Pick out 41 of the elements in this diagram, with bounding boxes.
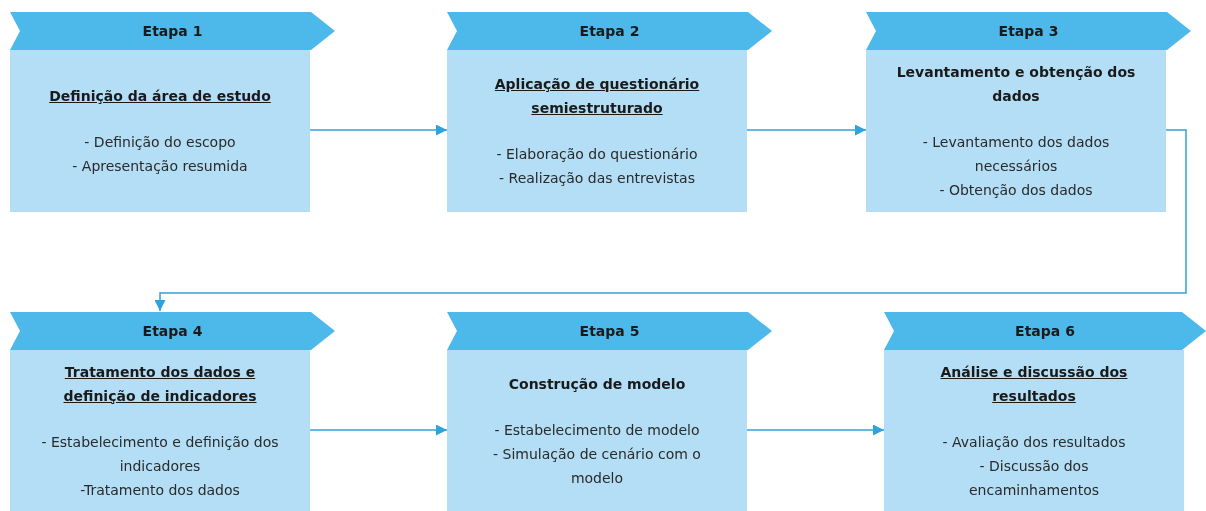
stage-chevron — [447, 312, 772, 350]
stage-label: Etapa 2 — [579, 23, 640, 39]
stage-chevron — [10, 12, 335, 50]
step-heading: Construção de modelo — [508, 374, 686, 394]
stage-label: Etapa 5 — [579, 323, 640, 339]
step-item: - Avaliação dos resultados — [942, 432, 1126, 452]
process-box — [10, 50, 310, 212]
step-item: - Simulação de cenário com o modelo — [492, 444, 702, 488]
process-box — [447, 50, 747, 212]
stage-chevron — [447, 12, 772, 50]
process-box — [866, 50, 1166, 212]
arrow — [746, 424, 885, 436]
step-item: - Estabelecimento de modelo — [494, 420, 700, 440]
step-heading: Tratamento dos dados e definição de indicadores — [62, 362, 258, 406]
step-item: - Obtenção dos dados — [939, 181, 1093, 200]
process-box — [884, 350, 1184, 511]
step-item: - Discussão dos encaminhamentos — [967, 456, 1101, 500]
stage-label: Etapa 1 — [142, 23, 203, 39]
step-item: - Estabelecimento e definição dos indicadores — [40, 432, 280, 476]
process-box — [447, 350, 747, 511]
step-heading: Levantamento e obtenção dos dados — [896, 63, 1136, 106]
arrow — [309, 124, 448, 136]
step-heading: Definição da área de estudo — [49, 87, 271, 106]
process-box — [10, 350, 310, 511]
stage-chevron — [10, 312, 335, 350]
stage-label: Etapa 3 — [998, 23, 1059, 39]
step-item: - Definição do escopo — [84, 133, 236, 152]
arrow — [746, 124, 867, 136]
arrow — [154, 129, 1187, 312]
step-item: - Realização das entrevistas — [499, 169, 695, 188]
step-heading: Análise e discussão dos resultados — [939, 362, 1129, 406]
arrow — [309, 424, 448, 436]
step-item: - Elaboração do questionário — [496, 145, 698, 164]
stage-label: Etapa 4 — [142, 323, 203, 339]
step-item: - Apresentação resumida — [72, 157, 248, 176]
step-item: - Levantamento dos dados necessários — [921, 133, 1111, 176]
step-heading: Aplicação de questionário semiestruturado — [493, 75, 701, 118]
step-item: -Tratamento dos dados — [80, 480, 240, 500]
stage-chevron — [866, 12, 1191, 50]
stage-label: Etapa 6 — [1015, 323, 1075, 339]
stage-chevron — [884, 312, 1206, 350]
